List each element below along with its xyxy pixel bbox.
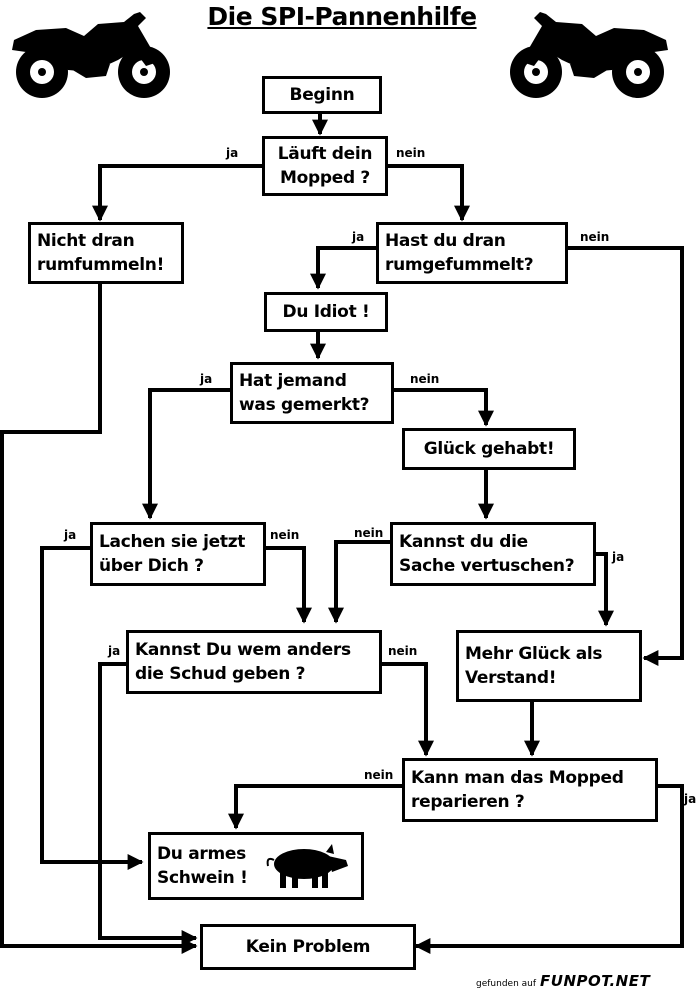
page-title: Die SPI-Pannenhilfe xyxy=(207,2,477,31)
motorcycle-icon-right xyxy=(510,12,668,98)
node-kannst-du-vertuschen: Kannst du die Sache vertuschen? xyxy=(390,522,596,586)
footer-prefix: gefunden auf xyxy=(476,979,537,989)
node-text: Kann man das Mopped xyxy=(411,768,624,788)
edge-label-nein: nein xyxy=(270,528,300,542)
edge-reparieren-nein xyxy=(228,784,402,830)
edge-label-ja: ja xyxy=(108,644,121,658)
node-text: Mehr Glück als xyxy=(465,644,603,664)
node-text: reparieren ? xyxy=(411,792,525,812)
edge-laeuft-nein xyxy=(388,164,470,222)
edge-schuld-ja xyxy=(98,662,198,946)
edge-label-ja: ja xyxy=(64,528,77,542)
node-laeuft-dein-mopped: Läuft dein Mopped ? xyxy=(262,136,388,196)
edge-lachen-nein xyxy=(266,546,312,624)
node-text: Läuft dein xyxy=(277,144,373,164)
edge-hastdu-ja xyxy=(310,246,376,290)
node-text: die Schud geben ? xyxy=(135,664,306,684)
edge-lachen-ja xyxy=(40,546,144,870)
node-glueck-gehabt: Glück gehabt! xyxy=(402,428,576,470)
node-text: Verstand! xyxy=(465,668,557,688)
edge-nichtdran-keinproblem xyxy=(0,282,198,954)
edge-label-ja: ja xyxy=(684,792,697,806)
node-text: Schwein ! xyxy=(157,868,248,888)
edge-label-ja: ja xyxy=(352,230,365,244)
node-text: über Dich ? xyxy=(99,556,204,576)
node-text: Du Idiot ! xyxy=(282,302,370,322)
node-text: Mopped ? xyxy=(279,168,370,188)
node-text: Du armes xyxy=(157,844,246,864)
edge-reparieren-ja xyxy=(414,784,684,954)
node-text: rumgefummelt? xyxy=(385,255,534,275)
motorcycle-icon-left xyxy=(12,12,170,98)
pig-icon xyxy=(266,844,348,888)
node-hat-jemand: Hat jemand was gemerkt? xyxy=(230,362,394,424)
node-nicht-dran-rumfummeln: Nicht dran rumfummeln! xyxy=(28,222,184,284)
node-kein-problem: Kein Problem xyxy=(200,924,416,970)
edge-label-ja: ja xyxy=(612,550,625,564)
edge-label-ja: ja xyxy=(200,372,213,386)
node-text: Lachen sie jetzt xyxy=(99,532,246,552)
edge-vertuschen-ja xyxy=(596,552,614,627)
edge-hatjemand-nein xyxy=(394,388,494,427)
edge-label-nein: nein xyxy=(354,526,384,540)
edge-label-nein: nein xyxy=(388,644,418,658)
edge-schuld-nein xyxy=(382,662,434,757)
node-kann-man-reparieren: Kann man das Mopped reparieren ? xyxy=(402,758,658,822)
node-text: Kannst Du wem anders xyxy=(135,640,351,660)
edge-laeuft-ja xyxy=(92,164,262,222)
node-text: Hat jemand xyxy=(239,371,347,391)
node-mehr-glueck-als-verstand: Mehr Glück als Verstand! xyxy=(456,630,642,702)
node-lachen-sie: Lachen sie jetzt über Dich ? xyxy=(90,522,266,586)
node-text: Hast du dran xyxy=(385,231,506,251)
node-kannst-du-schuld: Kannst Du wem anders die Schud geben ? xyxy=(126,630,382,694)
node-text: rumfummeln! xyxy=(37,255,165,275)
edge-hastdu-nein xyxy=(568,246,684,666)
edge-vertuschen-nein xyxy=(328,540,390,624)
footer-brand: FUNPOT.NET xyxy=(540,972,651,990)
node-text: Glück gehabt! xyxy=(423,439,555,459)
edge-label-ja: ja xyxy=(226,146,239,160)
node-hast-du-dran: Hast du dran rumgefummelt? xyxy=(376,222,568,284)
node-text: Nicht dran xyxy=(37,231,135,251)
node-beginn: Beginn xyxy=(262,76,382,114)
node-text: was gemerkt? xyxy=(239,395,370,415)
edge-label-nein: nein xyxy=(580,230,610,244)
edge-label-nein: nein xyxy=(396,146,426,160)
node-text: Kannst du die xyxy=(399,532,528,552)
node-text: Sache vertuschen? xyxy=(399,556,575,576)
edge-label-nein: nein xyxy=(410,372,440,386)
node-text: Beginn xyxy=(289,85,355,105)
edge-hatjemand-ja xyxy=(142,388,230,520)
edge-label-nein: nein xyxy=(364,768,394,782)
node-du-idiot: Du Idiot ! xyxy=(264,292,388,332)
node-text: Kein Problem xyxy=(245,937,371,957)
